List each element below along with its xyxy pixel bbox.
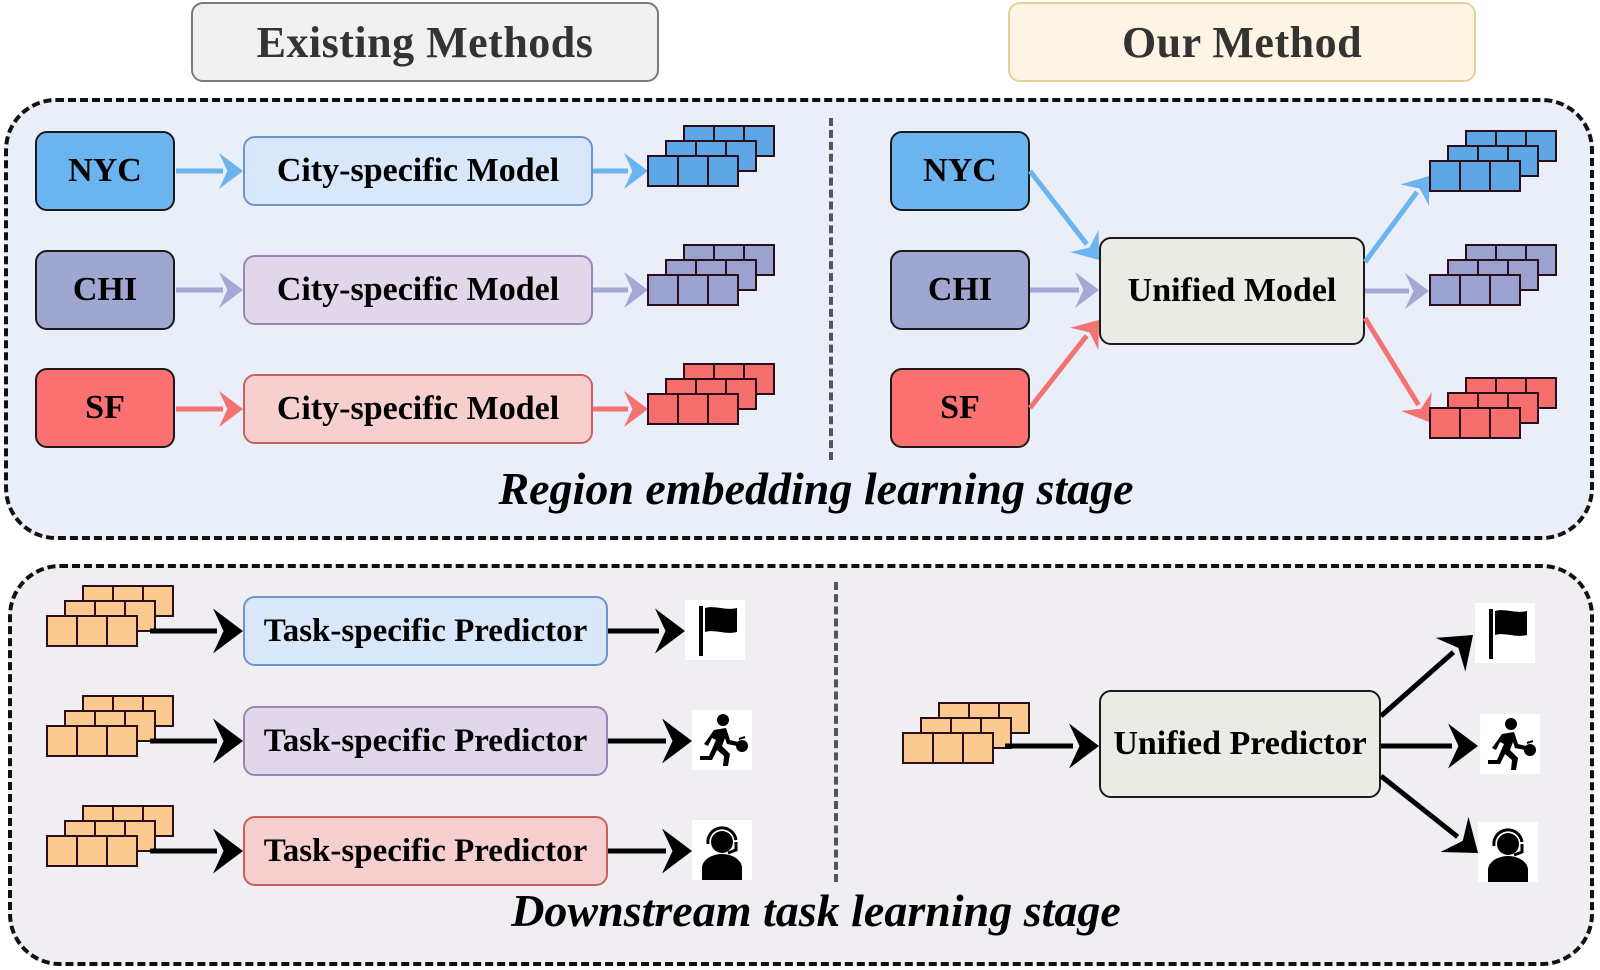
our-city-sf: SF [890,368,1030,448]
flag-icon [685,600,745,660]
flag-icon [1475,603,1535,663]
existing-city-sf: SF [35,368,175,448]
unified-predictor-label: Unified Predictor [1113,725,1367,762]
city-label: SF [85,389,125,426]
city-specific-model-nyc: City-specific Model [243,136,593,206]
task-specific-predictor-1: Task-specific Predictor [243,596,608,666]
city-label: CHI [72,271,138,308]
predictor-label: Task-specific Predictor [263,612,588,649]
our-method-title: Our Method [1121,17,1363,67]
our-method-header: Our Method [1008,2,1476,82]
downstream-stage-label: Downstream task learning stage [511,885,1121,936]
city-specific-model-chi: City-specific Model [243,255,593,325]
task-specific-predictor-3: Task-specific Predictor [243,816,608,886]
city-label: CHI [927,271,993,308]
task-specific-predictor-2: Task-specific Predictor [243,706,608,776]
unified-model: Unified Model [1099,237,1365,345]
existing-city-nyc: NYC [35,131,175,211]
model-label: City-specific Model [276,271,560,308]
downstream-stage-divider [834,582,838,882]
predictor-label: Task-specific Predictor [263,832,588,869]
unified-predictor: Unified Predictor [1099,690,1381,798]
existing-methods-header: Existing Methods [191,2,659,82]
unified-model-label: Unified Model [1127,272,1337,309]
city-label: SF [940,389,980,426]
model-label: City-specific Model [276,390,560,427]
region-stage-divider [829,118,833,460]
our-city-chi: CHI [890,250,1030,330]
customer-service-icon [692,820,752,880]
running-thief-icon [692,710,752,770]
running-thief-icon [1480,714,1540,774]
predictor-label: Task-specific Predictor [263,722,588,759]
model-label: City-specific Model [276,152,560,189]
our-city-nyc: NYC [890,131,1030,211]
city-label: NYC [68,152,142,189]
region-stage-label: Region embedding learning stage [498,463,1134,514]
city-specific-model-sf: City-specific Model [243,374,593,444]
customer-service-icon [1478,822,1538,882]
existing-city-chi: CHI [35,250,175,330]
existing-methods-title: Existing Methods [256,17,594,67]
city-label: NYC [923,152,997,189]
